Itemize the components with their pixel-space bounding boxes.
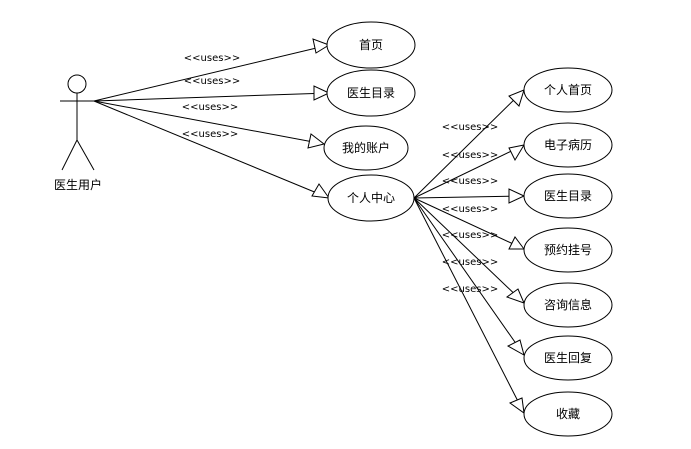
relation-label: <<uses>> bbox=[442, 257, 498, 268]
use-case-label: 医生目录 bbox=[544, 189, 592, 203]
relation-line-home bbox=[93, 44, 330, 102]
relation-line-appointment bbox=[413, 197, 525, 250]
use-case-emr[interactable]: 电子病历 bbox=[523, 122, 613, 168]
actor-head bbox=[67, 74, 87, 94]
use-case-label: 咨询信息 bbox=[544, 297, 592, 312]
use-case-label: 个人首页 bbox=[544, 83, 592, 97]
use-case-consult-info[interactable]: 咨询信息 bbox=[523, 282, 613, 328]
arrowhead-appointment bbox=[508, 236, 525, 250]
relation-line-favorites bbox=[413, 197, 525, 414]
use-case-ellipse bbox=[323, 125, 409, 171]
use-case-label: 电子病历 bbox=[544, 137, 592, 152]
use-case-label: 收藏 bbox=[556, 407, 580, 421]
actor-relation-labels: <<uses>> <<uses>> <<uses>> <<uses>> bbox=[182, 53, 240, 140]
relation-line-my-account bbox=[93, 100, 325, 145]
arrowhead-my-account bbox=[307, 133, 326, 149]
use-case-personal-home[interactable]: 个人首页 bbox=[523, 67, 613, 113]
arrowhead-personal-center bbox=[311, 183, 331, 199]
relation-line-doctor-reply bbox=[413, 197, 525, 356]
use-case-doctor-reply[interactable]: 医生回复 bbox=[523, 335, 613, 381]
relation-line-emr bbox=[413, 144, 525, 199]
arrowhead-emr bbox=[508, 144, 526, 162]
actor-figure bbox=[60, 74, 95, 171]
arrowhead-doctor-reply bbox=[506, 339, 525, 357]
use-case-my-account[interactable]: 我的账户 bbox=[323, 125, 409, 171]
arrowhead-doctor-directory-2 bbox=[508, 188, 526, 204]
use-case-label: 个人中心 bbox=[347, 190, 395, 205]
relation-line-doctor-directory bbox=[93, 92, 330, 102]
use-case-label: 首页 bbox=[359, 38, 383, 52]
relation-label: <<uses>> bbox=[182, 129, 238, 140]
use-case-ellipse bbox=[523, 335, 613, 381]
relation-line-personal-center bbox=[93, 100, 330, 199]
use-case-ellipse bbox=[523, 67, 613, 113]
relation-label: <<uses>> bbox=[442, 284, 498, 295]
actor-right-leg bbox=[76, 139, 95, 171]
use-case-home[interactable]: 首页 bbox=[326, 21, 416, 69]
relation-label: <<uses>> bbox=[184, 76, 240, 87]
use-case-appointment[interactable]: 预约挂号 bbox=[523, 227, 613, 273]
use-case-label: 医生回复 bbox=[544, 351, 592, 365]
use-case-ellipse bbox=[326, 21, 416, 69]
use-case-label: 医生目录 bbox=[347, 86, 395, 100]
relation-label: <<uses>> bbox=[184, 53, 240, 64]
use-case-ellipse bbox=[326, 69, 416, 117]
use-case-ellipse bbox=[523, 227, 613, 273]
use-case-ellipse bbox=[523, 173, 613, 219]
relation-line-doctor-directory-2 bbox=[413, 195, 525, 199]
relation-line-personal-home bbox=[413, 89, 525, 199]
arrowhead-favorites bbox=[508, 397, 525, 415]
use-case-doctor-directory-2[interactable]: 医生目录 bbox=[523, 173, 613, 219]
use-case-doctor-directory[interactable]: 医生目录 bbox=[326, 69, 416, 117]
use-case-label: 我的账户 bbox=[342, 140, 390, 155]
use-case-ellipse bbox=[523, 282, 613, 328]
use-case-ellipse bbox=[327, 174, 415, 222]
use-case-ellipse bbox=[523, 122, 613, 168]
relation-label: <<uses>> bbox=[442, 122, 498, 133]
actor-label: 医生用户 bbox=[54, 177, 102, 192]
arrowhead-doctor-directory bbox=[313, 85, 331, 101]
use-case-favorites[interactable]: 收藏 bbox=[523, 391, 613, 437]
relation-label: <<uses>> bbox=[442, 150, 498, 161]
arrowhead-home bbox=[312, 38, 331, 54]
relation-line-consult-info bbox=[413, 197, 525, 304]
use-case-label: 预约挂号 bbox=[544, 242, 592, 257]
arrowhead-personal-home bbox=[508, 89, 525, 107]
relation-label: <<uses>> bbox=[442, 204, 498, 215]
use-case-personal-center[interactable]: 个人中心 bbox=[327, 174, 415, 222]
relation-label: <<uses>> bbox=[442, 176, 498, 187]
arrowheads bbox=[307, 38, 526, 415]
personal-center-relations bbox=[413, 89, 525, 414]
actor-relations bbox=[93, 44, 330, 199]
arrowhead-consult-info bbox=[505, 288, 525, 304]
use-case-ellipse bbox=[523, 391, 613, 437]
personal-center-relation-labels: <<uses>> <<uses>> <<uses>> <<uses>> <<us… bbox=[442, 122, 498, 295]
actor-left-leg bbox=[61, 139, 78, 171]
relation-label: <<uses>> bbox=[182, 102, 238, 113]
relation-label: <<uses>> bbox=[442, 230, 498, 241]
